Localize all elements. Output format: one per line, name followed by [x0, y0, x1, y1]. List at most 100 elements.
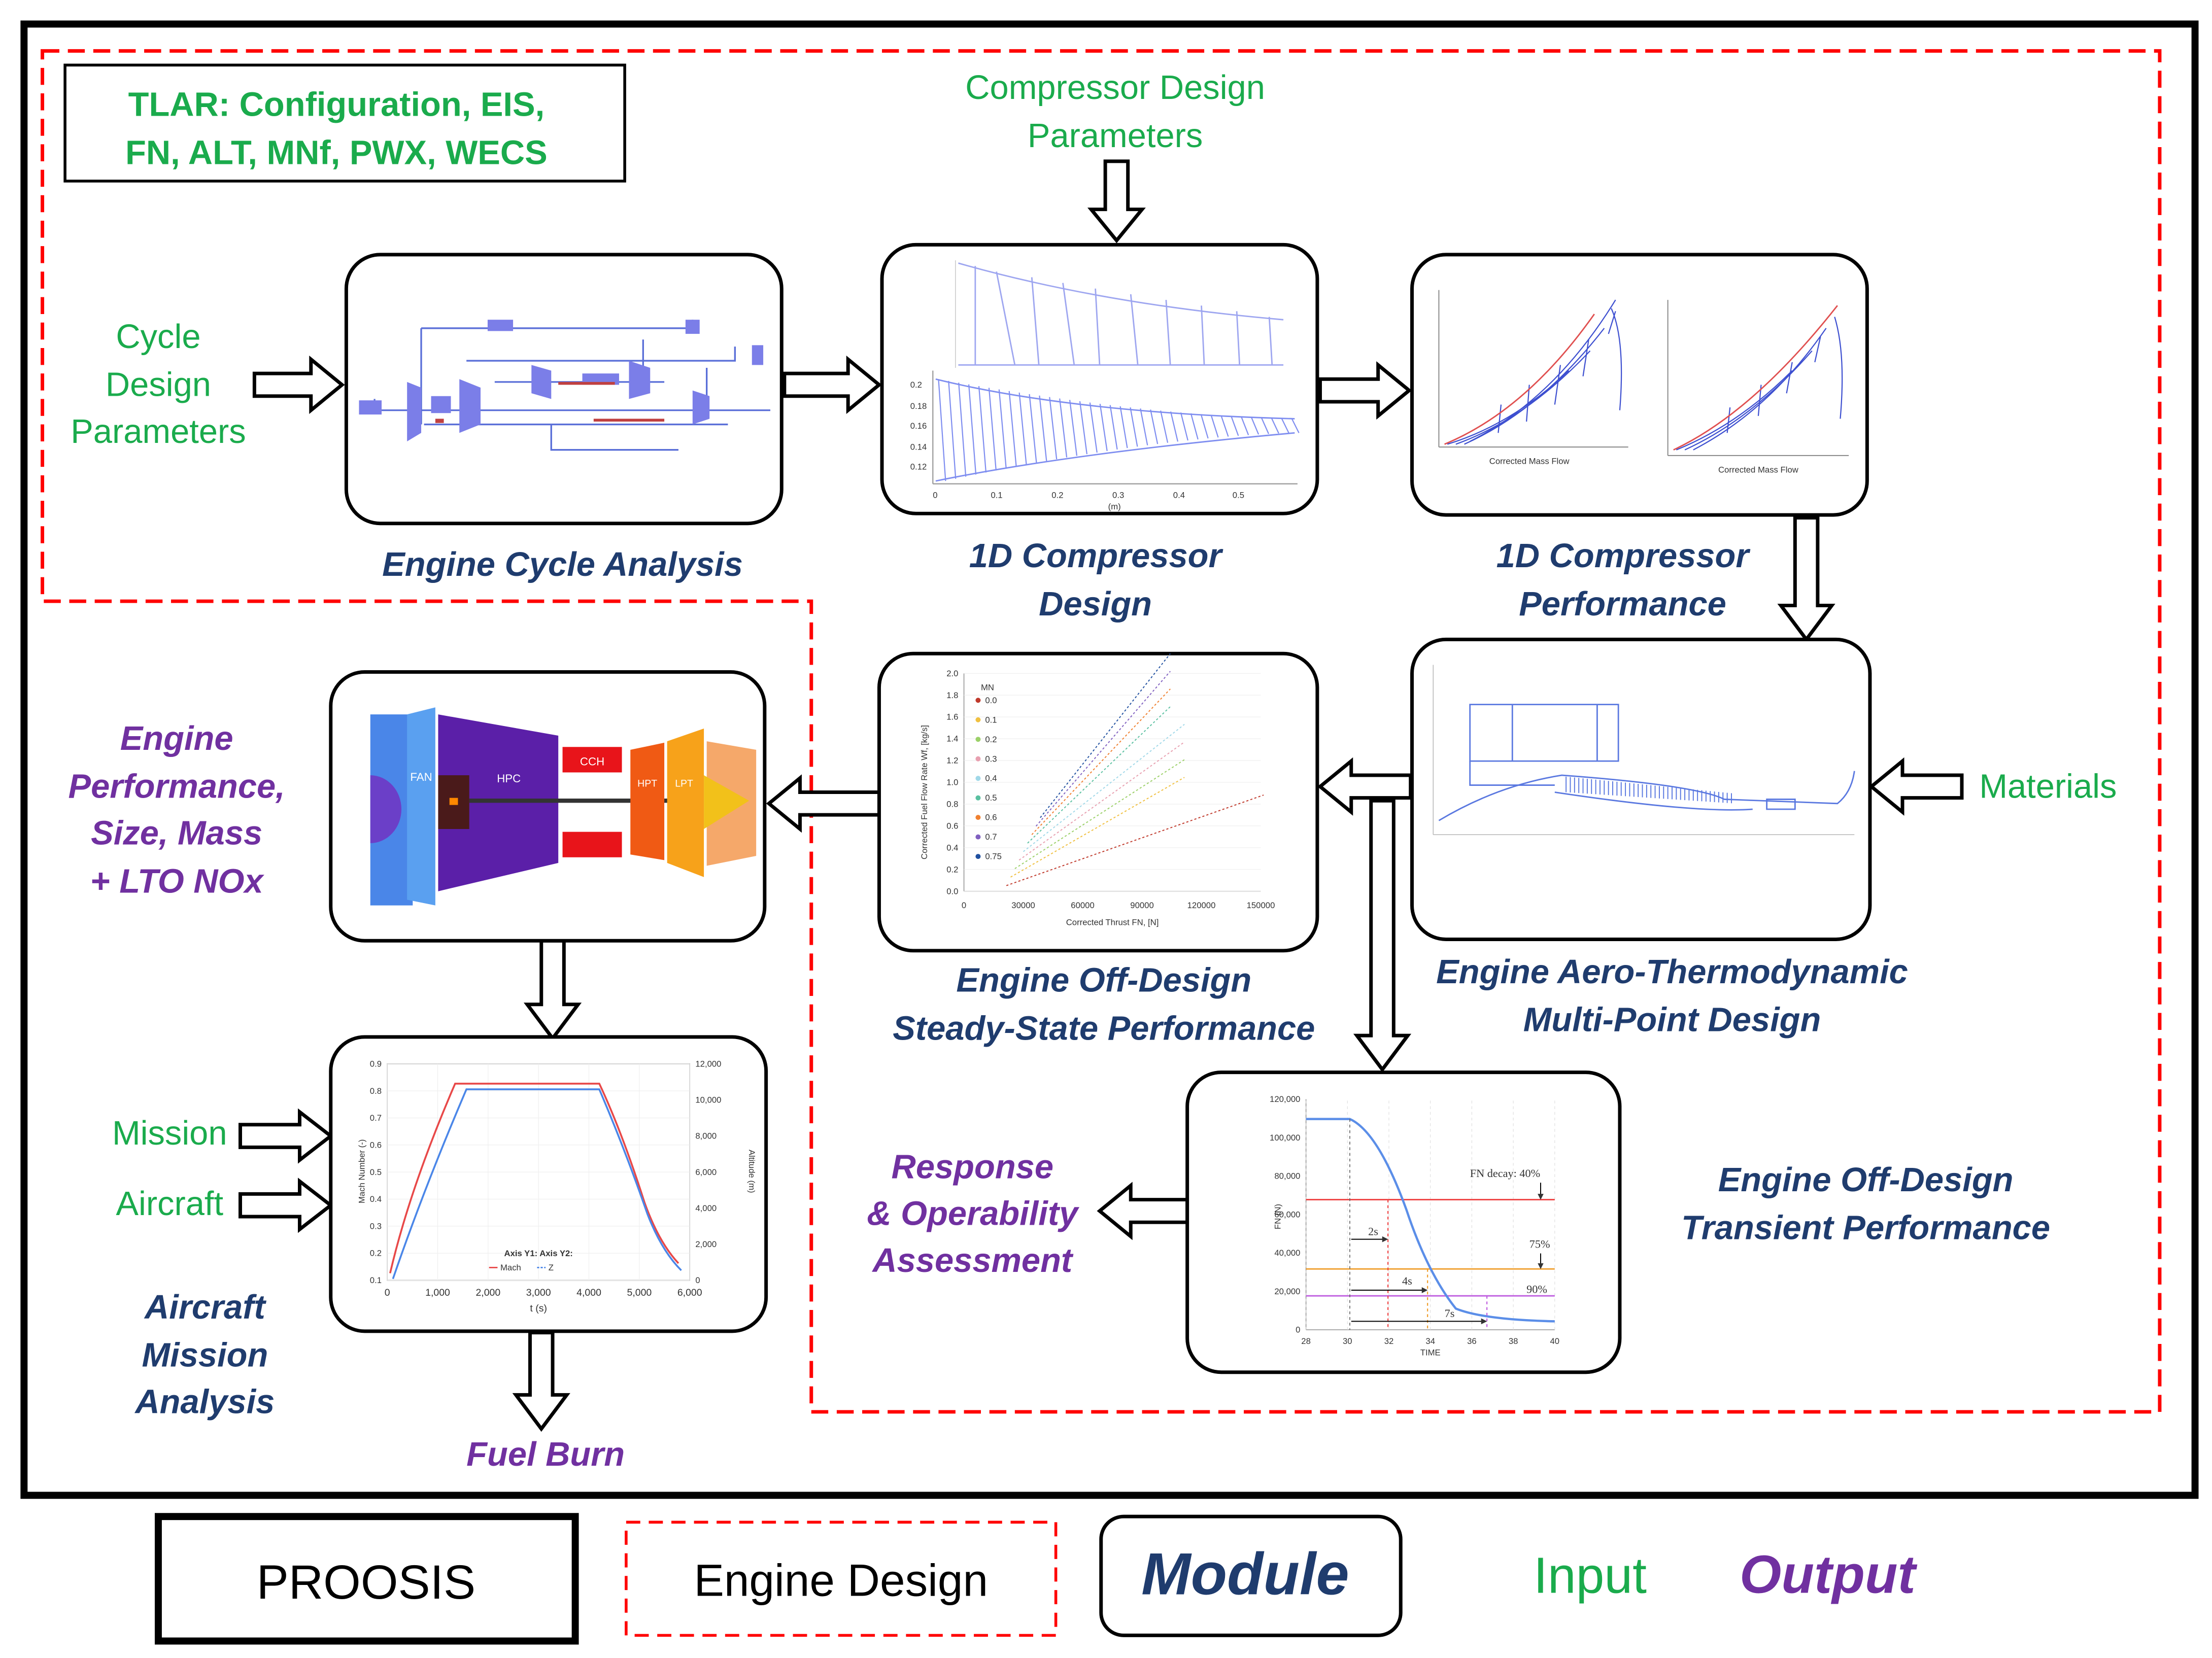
output-response-3: Assessment [871, 1241, 1074, 1280]
legend-output: Output [1740, 1545, 1917, 1605]
module-aero-thermo [1410, 637, 1872, 941]
mission-legend-mach: Mach [500, 1263, 521, 1272]
transient-x-tick: 40 [1550, 1336, 1560, 1346]
compressor-xlabel: (m) [1108, 502, 1121, 511]
ss-x-tick: 150000 [1247, 901, 1275, 910]
transient-y-tick: 20,000 [1274, 1287, 1300, 1296]
module-mission: 0.90.80.70.60.50.40.30.20.112,00010,0008… [329, 1035, 768, 1333]
arrow-perf-down [1777, 516, 1835, 643]
ss-x-tick: 90000 [1130, 901, 1153, 910]
transient-decay-label: FN decay: 40% [1470, 1167, 1541, 1180]
ss-legend-marker [975, 776, 981, 781]
module-compressor-design-label-1: 1D Compressor [969, 537, 1224, 575]
transient-y-tick: 120,000 [1270, 1094, 1300, 1104]
transient-x-tick: 34 [1425, 1336, 1435, 1346]
transient-x-tick: 32 [1384, 1336, 1394, 1346]
ss-series-line [1031, 688, 1171, 835]
module-compressor-design: 0.2 0.18 0.16 0.14 0.12 0 0.1 0.2 0.3 0.… [880, 243, 1319, 515]
mission-y1-tick: 0.9 [370, 1059, 382, 1068]
compressor-x-ticks: 0 0.1 0.2 0.3 0.4 0.5 [933, 491, 1244, 500]
module-compressor-design-label-2: Design [1039, 585, 1152, 623]
mission-y2label: Altitude (m) [747, 1150, 757, 1193]
arrow-transient-to-response [1097, 1182, 1189, 1240]
mission-legend-z: Z [549, 1263, 554, 1272]
schematic-hpt-label: HPT [637, 778, 657, 789]
input-mission: Mission [112, 1114, 227, 1152]
arrow-cycle-to-compdesign [782, 355, 882, 414]
module-compressor-perf-label-1: 1D Compressor [1496, 537, 1751, 575]
schematic-lpt-label: LPT [675, 778, 693, 789]
ss-y-tick: 1.0 [946, 778, 958, 787]
mission-y2-tick: 8,000 [695, 1131, 717, 1141]
ss-legend-item: 0.7 [985, 832, 997, 842]
input-compressor-params-1: Compressor Design [965, 68, 1265, 107]
module-engine-performance: FAN HPC CCH HPT LPT [329, 670, 767, 943]
arrow-ss-to-engineperf [766, 774, 881, 833]
module-engine-cycle [344, 253, 784, 526]
mission-y1-tick: 0.6 [370, 1140, 382, 1150]
ss-legend-marker [975, 698, 981, 703]
schematic-hpc-label: HPC [497, 772, 521, 785]
ss-y-tick: 1.4 [946, 734, 958, 744]
ss-series-line [1035, 671, 1171, 827]
transient-ylabel: FN (N) [1273, 1204, 1282, 1229]
svg-text:0.4: 0.4 [1173, 491, 1185, 500]
mission-y2-tick: 6,000 [695, 1167, 717, 1177]
ss-y-tick: 2.0 [946, 669, 958, 678]
svg-text:0.12: 0.12 [910, 462, 927, 472]
output-engine-perf-2: Performance, [69, 768, 285, 806]
transient-75-label: 75% [1529, 1237, 1550, 1250]
module-transient: 120,000100,00080,00060,00040,00020,00002… [1185, 1070, 1622, 1374]
ss-legend-marker [975, 795, 981, 801]
svg-text:0.16: 0.16 [910, 421, 927, 431]
module-engine-cycle-label: Engine Cycle Analysis [382, 545, 743, 583]
arrow-aero-to-transient [1353, 799, 1412, 1073]
ss-legend-item: 0.3 [985, 754, 997, 764]
mission-y2-tick: 2,000 [695, 1239, 717, 1249]
ss-series-line [1040, 653, 1171, 818]
legend-proosis: PROOSIS [257, 1556, 476, 1609]
input-materials: Materials [1979, 768, 2117, 806]
legend-module: Module [1141, 1540, 1349, 1607]
tlar-box [63, 63, 626, 183]
legend-engine-design-box [625, 1521, 1058, 1637]
module-compressor-performance: Corrected Mass Flow Corrected Mass Flow [1410, 253, 1869, 517]
flow-arrows [239, 159, 1964, 1432]
svg-text:0.14: 0.14 [910, 442, 927, 452]
transient-chart: 120,000100,00080,00060,00040,00020,00002… [1270, 1094, 1559, 1357]
transient-x-tick: 30 [1343, 1336, 1352, 1346]
ss-legend-item: 0.2 [985, 735, 997, 744]
mission-y2-tick: 12,000 [695, 1059, 721, 1068]
ss-y-tick: 0.4 [946, 843, 958, 852]
ss-legend-item: 0.5 [985, 793, 997, 803]
transient-y-tick: 100,000 [1270, 1133, 1300, 1143]
mission-altitude-curve [392, 1088, 682, 1280]
module-mission-label-2: Mission [142, 1336, 268, 1374]
output-engine-perf-1: Engine [120, 719, 233, 757]
input-compressor-params-2: Parameters [1028, 117, 1203, 155]
arrow-aero-to-ss [1317, 757, 1413, 816]
mission-y2-tick: 0 [695, 1275, 700, 1285]
ss-x-tick: 60000 [1071, 901, 1094, 910]
mission-y1-tick: 0.1 [370, 1275, 382, 1285]
mission-x-tick: 3,000 [526, 1287, 551, 1298]
mission-x-tick: 0 [385, 1287, 390, 1298]
ss-y-tick: 1.6 [946, 712, 958, 722]
map1-xlabel: Corrected Mass Flow [1489, 457, 1570, 466]
transient-fn-curve [1306, 1118, 1555, 1323]
input-aircraft: Aircraft [116, 1185, 223, 1223]
output-response-1: Response [892, 1148, 1053, 1186]
ss-x-tick: 30000 [1011, 901, 1035, 910]
transient-xlabel: TIME [1420, 1348, 1441, 1357]
engine-design-boundary [41, 49, 2162, 1414]
mission-y1-tick: 0.5 [370, 1167, 382, 1177]
schematic-cch-label: CCH [580, 755, 604, 768]
mission-y1-tick: 0.2 [370, 1249, 382, 1258]
ss-y-tick: 1.2 [946, 756, 958, 766]
mission-legend-title: Axis Y1: Axis Y2: [504, 1249, 573, 1258]
transient-y-tick: 40,000 [1274, 1248, 1300, 1258]
legend-engine-design: Engine Design [694, 1555, 988, 1605]
ss-series-line [1023, 723, 1185, 852]
